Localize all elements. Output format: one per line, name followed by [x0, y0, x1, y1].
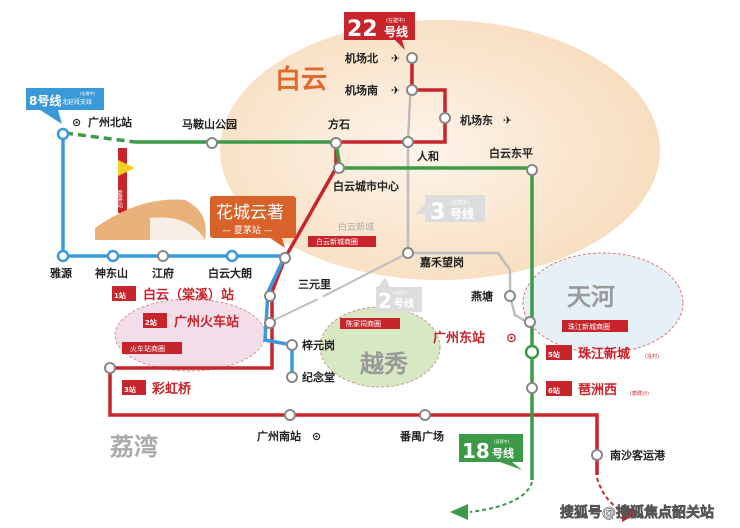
svg-text:22: 22 — [347, 17, 378, 42]
svg-text:白云（棠溪）站: 白云（棠溪）站 — [143, 287, 234, 303]
railway-icon: ⊙ — [506, 331, 517, 346]
station-dots — [104, 52, 603, 461]
bync-tag: 白云新城商圈 — [316, 237, 358, 246]
svg-text:3: 3 — [430, 200, 445, 225]
station-jcn: 机场南 — [345, 83, 378, 97]
station-jhwg: 嘉禾望岗 — [419, 255, 464, 269]
train-illustration — [95, 199, 206, 240]
featured-2: 2站 广州火车站 — [143, 313, 239, 330]
xiamao-marker — [118, 148, 127, 213]
svg-text:(磨碟沙): (磨碟沙) — [630, 390, 649, 397]
station-sanyuanli: 三元里 — [298, 278, 331, 291]
line-18-badge: 18 号线 (运营中) — [459, 434, 523, 470]
svg-text:号线: 号线 — [450, 206, 474, 221]
zjxc-tag: 珠江新城商圈 — [568, 322, 610, 331]
svg-text:8号线: 8号线 — [29, 93, 61, 108]
xiamao-vertical: 夏茅站 — [116, 190, 123, 209]
baiyun-area — [220, 20, 660, 280]
arrow-icon — [450, 504, 468, 520]
hcz-tag: 火车站商圈 — [130, 344, 165, 353]
district-tianhe: 天河 — [567, 283, 615, 311]
svg-text:3站: 3站 — [124, 385, 136, 394]
station-gznz: 广州南站 — [257, 429, 301, 443]
station-fangshi: 方石 — [328, 117, 350, 131]
sanyuanli-dot — [317, 295, 323, 301]
location-pointer-icon — [118, 160, 135, 176]
district-yuexiu: 越秀 — [360, 350, 408, 378]
svg-text:琶洲西: 琶洲西 — [578, 382, 617, 398]
zjxc-dot — [524, 344, 540, 360]
svg-text:北延段支线: 北延段支线 — [62, 98, 92, 106]
watermark: 搜狐号@搜狐焦点韶关站 — [560, 504, 714, 521]
station-jcd: 机场东 — [460, 113, 493, 127]
svg-text:— 夏茅站 —: — 夏茅站 — — [222, 224, 273, 236]
line-3 — [406, 57, 528, 324]
svg-text:(在建中): (在建中) — [80, 90, 96, 96]
station-masan: 马鞍山公园 — [182, 117, 237, 131]
station-renhe: 人和 — [417, 149, 439, 163]
svg-text:花城云著: 花城云著 — [216, 203, 284, 223]
svg-text:(冼村): (冼村) — [645, 353, 659, 360]
cjc-tag: 陈家祠商圈 — [346, 319, 381, 328]
railway-icon: ⊙ — [72, 116, 81, 129]
svg-text:号线: 号线 — [394, 297, 414, 310]
station-bycszx: 白云城市中心 — [333, 179, 399, 193]
station-bydl: 白云大朗 — [208, 266, 252, 280]
line-18-extension — [469, 481, 533, 513]
arrow-icon — [622, 505, 640, 522]
plane-icon: ✈ — [503, 114, 512, 127]
station-gzdz: 广州东站 — [433, 330, 485, 346]
station-jiangfu: 江府 — [152, 266, 174, 280]
svg-text:(运营中): (运营中) — [494, 438, 510, 444]
line-2-badge: 2 号线 (运营中) — [376, 277, 422, 313]
svg-text:号线: 号线 — [492, 446, 514, 460]
svg-text:广州火车站: 广州火车站 — [174, 314, 239, 330]
station-gzbz: 广州北站 — [88, 115, 132, 129]
featured-3: 3站 彩虹桥 — [122, 380, 192, 397]
station-nskyg: 南沙客运港 — [610, 448, 666, 462]
featured-6: 6站 琶洲西 (磨碟沙) — [546, 381, 649, 398]
plane-icon: ✈ — [391, 84, 400, 97]
station-pygc: 番禺广场 — [399, 429, 444, 443]
svg-text:彩虹桥: 彩虹桥 — [151, 381, 192, 397]
railway-icon: ⊙ — [312, 430, 321, 443]
svg-text:6站: 6站 — [548, 386, 560, 395]
svg-text:珠江新城: 珠江新城 — [578, 346, 630, 362]
svg-text:号线: 号线 — [384, 24, 408, 39]
line-3-badge: 3 号线 (运营中) — [415, 195, 485, 225]
svg-text:5站: 5站 — [548, 350, 560, 359]
project-callout: 花城云著 — 夏茅站 — — [210, 196, 296, 248]
featured-1: 1站 白云（棠溪）站 — [112, 286, 234, 303]
line-8-badge: 8号线 北延段支线 (在建中) — [26, 88, 104, 124]
station-ziyuangang: 梓元岗 — [302, 338, 335, 352]
station-jcb: 机场北 — [345, 51, 378, 65]
station-yayuan: 雅源 — [50, 266, 72, 280]
bync-label: 白云新城 — [338, 221, 374, 233]
featured-5: 5站 珠江新城 (冼村) — [546, 345, 659, 362]
blue-dots — [56, 127, 239, 263]
station-bydp: 白云东平 — [489, 146, 533, 160]
svg-text:18: 18 — [462, 439, 490, 463]
svg-text:1站: 1站 — [114, 291, 126, 300]
plane-icon: ✈ — [391, 52, 400, 65]
station-jiniantang: 纪念堂 — [302, 370, 335, 384]
district-liwan: 荔湾 — [110, 433, 158, 461]
svg-text:(运营中): (运营中) — [393, 289, 409, 295]
svg-text:2: 2 — [378, 289, 392, 313]
svg-text:(运营中): (运营中) — [450, 199, 469, 206]
line-22-badge: 22 号线 (在建中) — [344, 12, 415, 50]
line-8-branch-dashed — [64, 131, 136, 144]
station-yantang: 燕塘 — [471, 289, 493, 303]
station-area — [114, 298, 266, 372]
district-baiyun: 白云 — [275, 64, 327, 95]
station-shendong: 神东山 — [95, 266, 128, 280]
svg-text:(在建中): (在建中) — [386, 17, 405, 24]
svg-text:2站: 2站 — [145, 318, 157, 327]
